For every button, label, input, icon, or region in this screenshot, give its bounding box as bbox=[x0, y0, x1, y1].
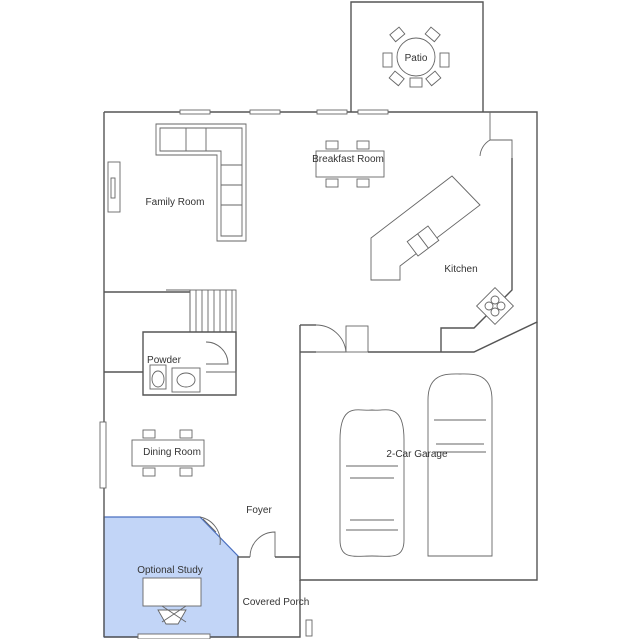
patio-area bbox=[350, 1, 484, 112]
label-kitchen: Kitchen bbox=[444, 264, 477, 275]
label-patio: Patio bbox=[405, 53, 428, 64]
room-labels: Patio Breakfast Room Family Room Kitchen… bbox=[137, 53, 477, 608]
label-family-room: Family Room bbox=[146, 197, 205, 208]
garage bbox=[299, 322, 538, 581]
study-desk bbox=[142, 577, 202, 625]
label-2-car-garage: 2-Car Garage bbox=[386, 449, 448, 460]
foyer-walls bbox=[199, 516, 300, 637]
breakfast-table bbox=[315, 140, 385, 188]
label-foyer: Foyer bbox=[246, 505, 272, 516]
label-optional-study: Optional Study bbox=[137, 565, 203, 576]
label-breakfast-room: Breakfast Room bbox=[312, 154, 384, 165]
label-dining-room: Dining Room bbox=[143, 447, 201, 458]
patio-table bbox=[382, 26, 450, 88]
dining-table bbox=[131, 429, 205, 477]
powder-room bbox=[104, 331, 237, 396]
staircase bbox=[104, 289, 237, 333]
family-room-furniture bbox=[107, 123, 247, 242]
label-powder: Powder bbox=[147, 355, 182, 366]
covered-porch bbox=[238, 580, 313, 638]
kitchen-elements bbox=[370, 112, 515, 352]
label-covered-porch: Covered Porch bbox=[243, 597, 310, 608]
